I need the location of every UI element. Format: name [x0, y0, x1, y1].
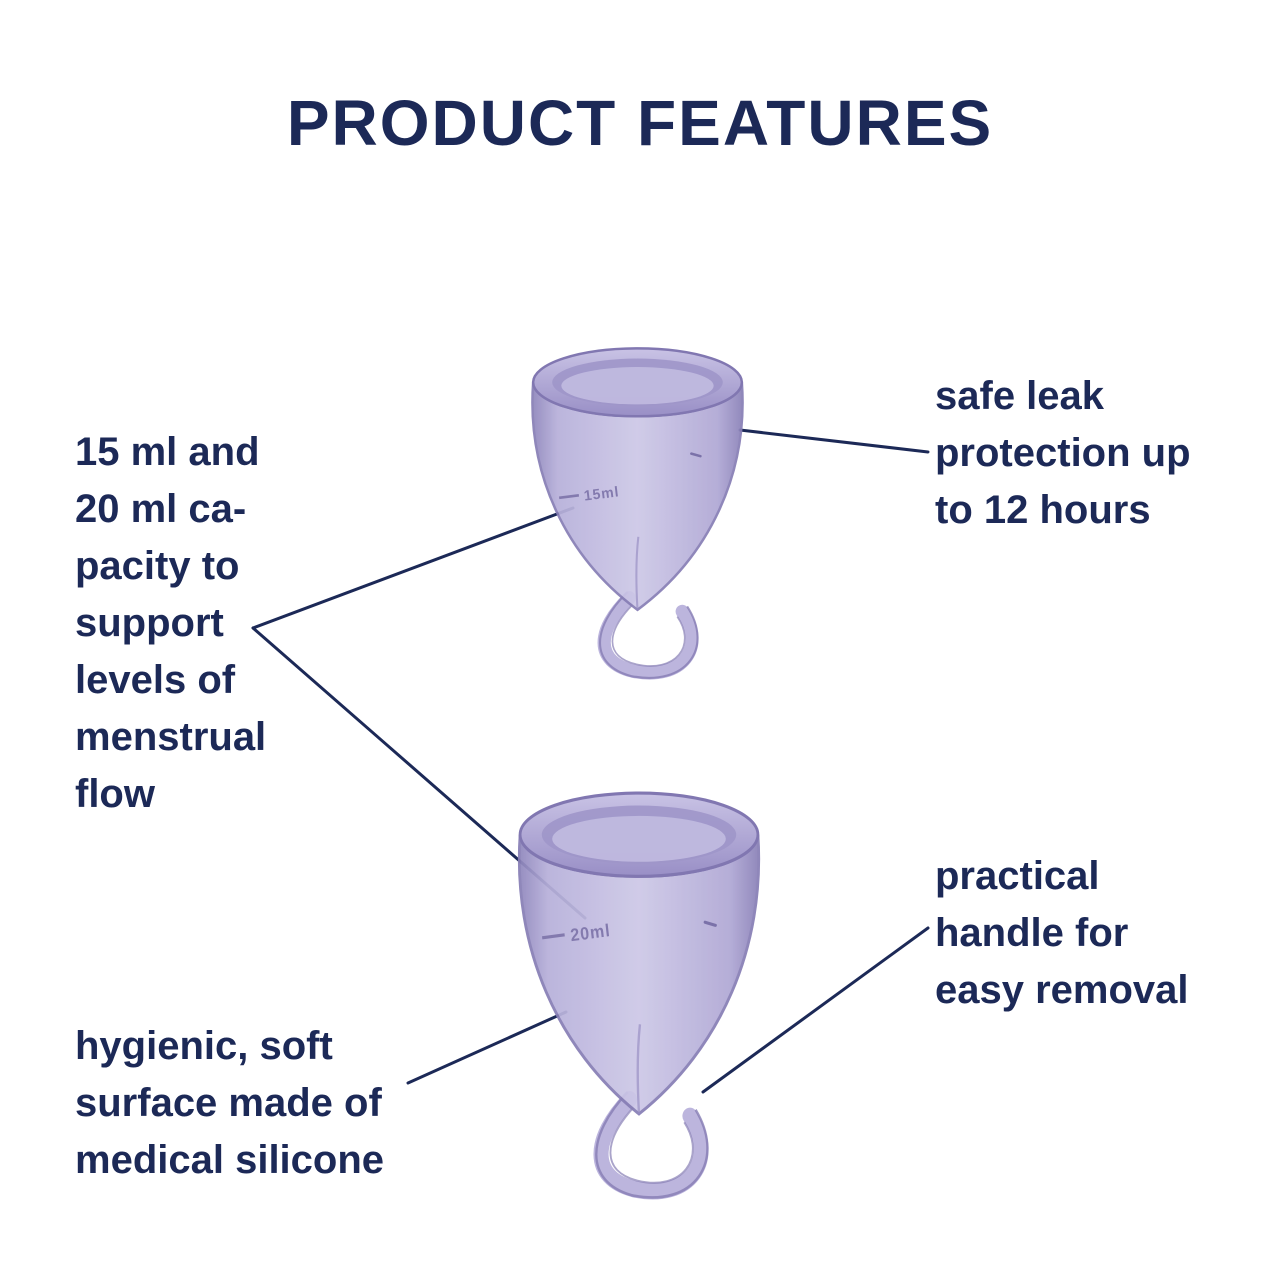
capacity-marking-line — [559, 494, 580, 500]
label-leak-protection: safe leak protection up to 12 hours — [935, 374, 1191, 532]
cup-capacity-marking-group: 20ml — [541, 920, 612, 945]
label-practical-handle: practical handle for easy removal — [935, 854, 1189, 1012]
menstrual-cup-15ml-icon: 15ml — [531, 347, 744, 680]
cup-handle-inner-edge — [611, 604, 686, 667]
cup-handle-inner-edge — [609, 1106, 694, 1184]
cup-side-mark — [703, 920, 717, 927]
label-capacity: 15 ml and 20 ml ca- pacity to support le… — [75, 430, 267, 816]
capacity-marking-line — [541, 933, 565, 940]
page-title: PRODUCT FEATURES — [286, 87, 994, 159]
cup-opening-inner — [552, 815, 726, 862]
cup-handle-outer-edge — [595, 1091, 709, 1199]
cup-side-mark — [690, 452, 702, 458]
cup-handle-outer-edge — [598, 591, 699, 679]
cup-handle-loop — [597, 591, 699, 680]
menstrual-cup-20ml-icon: 20ml — [517, 791, 761, 1200]
cup-opening-inner — [561, 367, 714, 405]
cup-seam — [635, 536, 640, 610]
menstrual-cup-15ml-illustration: 15ml — [505, 328, 770, 693]
menstrual-cup-20ml-illustration: 20ml — [488, 768, 790, 1216]
label-medical-silicone: hygienic, soft surface made of medical s… — [75, 1024, 385, 1182]
capacity-marking-text: 15ml — [583, 484, 620, 504]
cup-handle-loop — [593, 1090, 709, 1200]
cup-capacity-marking-group: 15ml — [559, 484, 620, 505]
cup-seam — [636, 1024, 642, 1114]
